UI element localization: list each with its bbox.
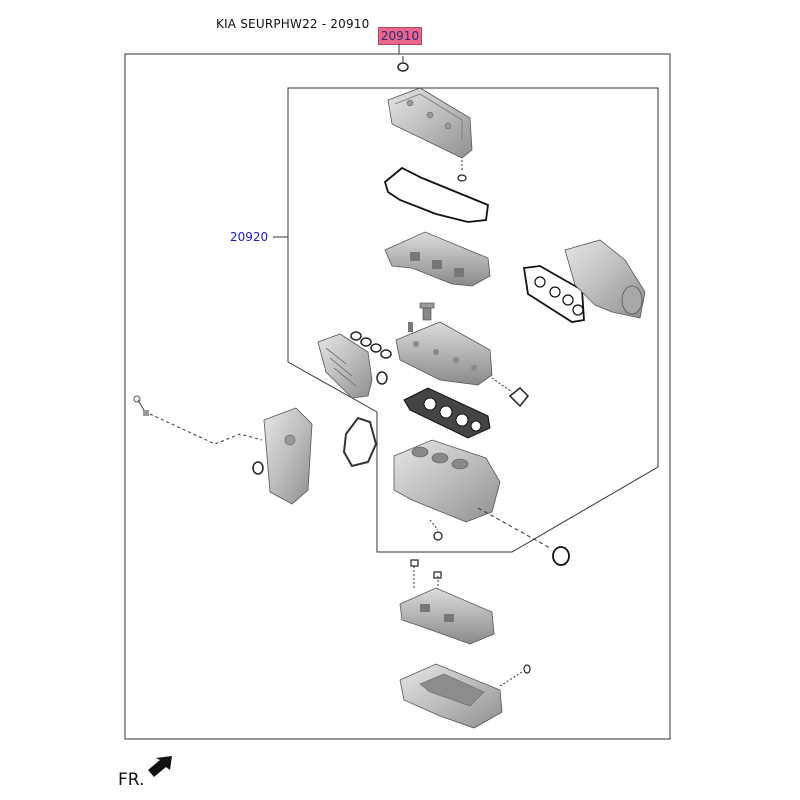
intake-manifold-seal xyxy=(376,371,388,385)
o-ring-top xyxy=(397,56,409,72)
valve-cover-gasket xyxy=(383,166,489,223)
oil-pan-part xyxy=(399,663,531,729)
crankshaft-seal xyxy=(477,507,570,566)
part-number-callout-sub[interactable]: 20920 xyxy=(230,230,269,244)
oil-dipstick-part xyxy=(133,395,263,445)
ladder-frame-upper xyxy=(384,231,491,287)
head-gasket-part xyxy=(403,387,491,439)
timing-cover-seal xyxy=(252,461,264,475)
cylinder-head-seal xyxy=(491,377,530,408)
exhaust-manifold-gasket xyxy=(522,265,585,323)
front-direction-label: FR. xyxy=(118,770,145,790)
intake-gasket-rings xyxy=(350,331,392,359)
block-seal-small xyxy=(429,519,443,541)
part-number-callout-main[interactable]: 20910 xyxy=(378,27,422,45)
ladder-frame-lower xyxy=(399,559,495,645)
exhaust-gasket-holes xyxy=(534,276,584,316)
valve-cover-seal xyxy=(457,160,467,182)
valve-cover-part xyxy=(387,87,473,159)
intake-manifold-part xyxy=(317,333,373,399)
timing-cover-gasket xyxy=(342,416,378,468)
front-direction-arrow xyxy=(148,756,172,777)
sub-kit-frame xyxy=(287,87,659,553)
outer-frame xyxy=(124,53,671,740)
timing-cover-part xyxy=(263,407,313,505)
exhaust-manifold-part xyxy=(564,239,646,319)
cylinder-block-part xyxy=(393,439,501,523)
head-bolt-part xyxy=(419,302,435,321)
cylinder-head-part xyxy=(395,321,493,386)
diagram-title: KIA SEURPHW22 - 20910 xyxy=(216,17,370,31)
